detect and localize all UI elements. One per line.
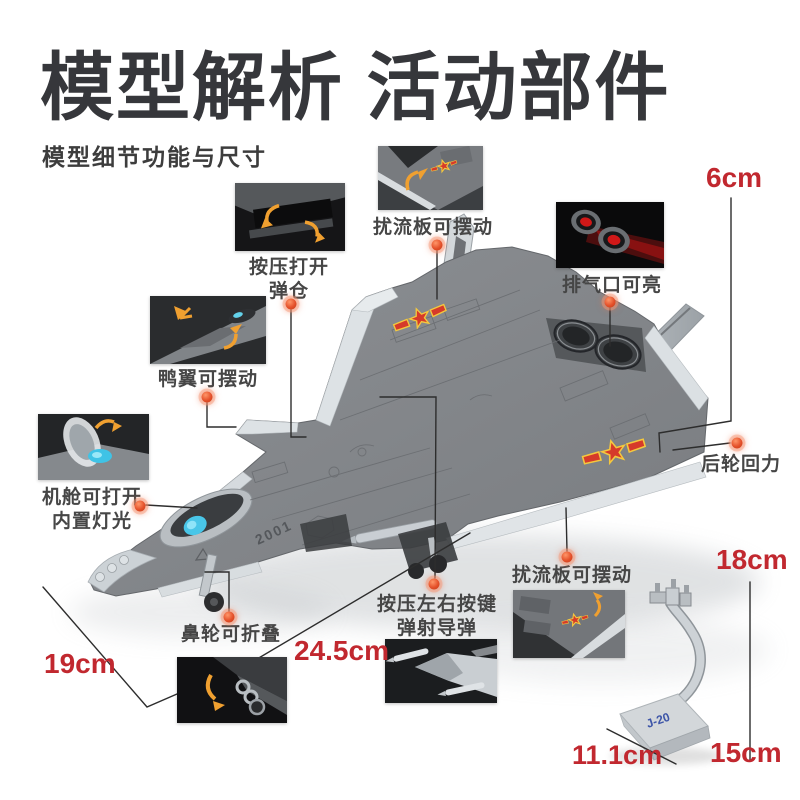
- jet-engine-nozzles: [546, 318, 646, 372]
- spoiler-bottom-callout-label: 扰流板可摆动: [511, 565, 632, 586]
- exhaust-dot-icon: [604, 296, 616, 308]
- dim-line-19cm: [42, 586, 178, 708]
- dim-stand-width: 11.1cm: [572, 740, 663, 770]
- leader-nosewheel: [204, 571, 230, 612]
- jet-nose: [87, 549, 158, 593]
- dim-line-11-1cm: [606, 728, 677, 765]
- dim-length: 24.5cm: [294, 635, 389, 666]
- leader-missile-buttons: [379, 396, 437, 579]
- jet-panel-lines: [249, 289, 651, 546]
- nosewheel-dot-icon: [223, 611, 235, 623]
- exhaust-callout-label: 排气口可亮: [561, 275, 662, 296]
- jet-roundel-left-wing: [392, 303, 447, 332]
- bay-callout-label: 按压打开 弹仓: [248, 257, 329, 302]
- bay-dot-icon: [285, 298, 297, 310]
- leader-lines: [42, 197, 751, 765]
- leader-bay: [290, 309, 307, 438]
- canard-dot-icon: [201, 391, 213, 403]
- missile-buttons-callout-label: 按压左右按键 弹射导弹: [376, 594, 497, 639]
- leader-cockpit: [145, 504, 198, 509]
- dim-line-24-5cm: [251, 532, 471, 663]
- dim-stand-depth: 15cm: [710, 737, 782, 768]
- dim-wingspan: 19cm: [44, 648, 116, 679]
- cockpit-callout-label: 机舱可打开 内置灯光: [41, 487, 142, 532]
- jet-model: 2001: [87, 213, 709, 612]
- leader-spoiler-bottom: [565, 507, 568, 552]
- display-stand: J-20: [610, 579, 722, 765]
- nosewheel-inset-photo: [177, 657, 287, 723]
- leader-canard: [206, 402, 237, 428]
- stand-clamp: [649, 579, 692, 607]
- spoiler-top-inset-photo: [378, 146, 483, 210]
- cockpit-inset-photo: [38, 414, 149, 480]
- exhaust-inset-photo: [556, 202, 664, 268]
- canard-inset-photo: [150, 296, 266, 364]
- dim-model-height: 6cm: [706, 162, 763, 193]
- dim-stand-height: 18cm: [716, 544, 788, 575]
- spoiler-bottom-dot-icon: [561, 551, 573, 563]
- bay-inset-photo: [235, 183, 345, 251]
- spoiler-bottom-inset-photo: [513, 590, 625, 658]
- rear-wheel-dot-icon: [731, 437, 743, 449]
- missiles-inset-photo: [385, 639, 497, 703]
- spoiler-top-callout-label: 扰流板可摆动: [372, 217, 493, 238]
- rear-wheel-callout-label: 后轮回力: [700, 454, 781, 475]
- spoiler-top-dot-icon: [431, 239, 443, 251]
- missile-buttons-dot-icon: [428, 578, 440, 590]
- cockpit-dot-icon: [134, 500, 146, 512]
- canard-callout-label: 鸭翼可摆动: [157, 369, 258, 390]
- page-subtitle: 模型细节功能与尺寸: [42, 144, 267, 170]
- jet-cockpit-canopy: [159, 488, 253, 548]
- dim-line-6cm: [658, 197, 732, 453]
- leader-rear-wheel: [672, 442, 731, 451]
- jet-roundel-right-wing: [581, 438, 647, 466]
- nosewheel-callout-label: 鼻轮可折叠: [180, 624, 281, 645]
- page-title: 模型解析 活动部件: [40, 46, 671, 129]
